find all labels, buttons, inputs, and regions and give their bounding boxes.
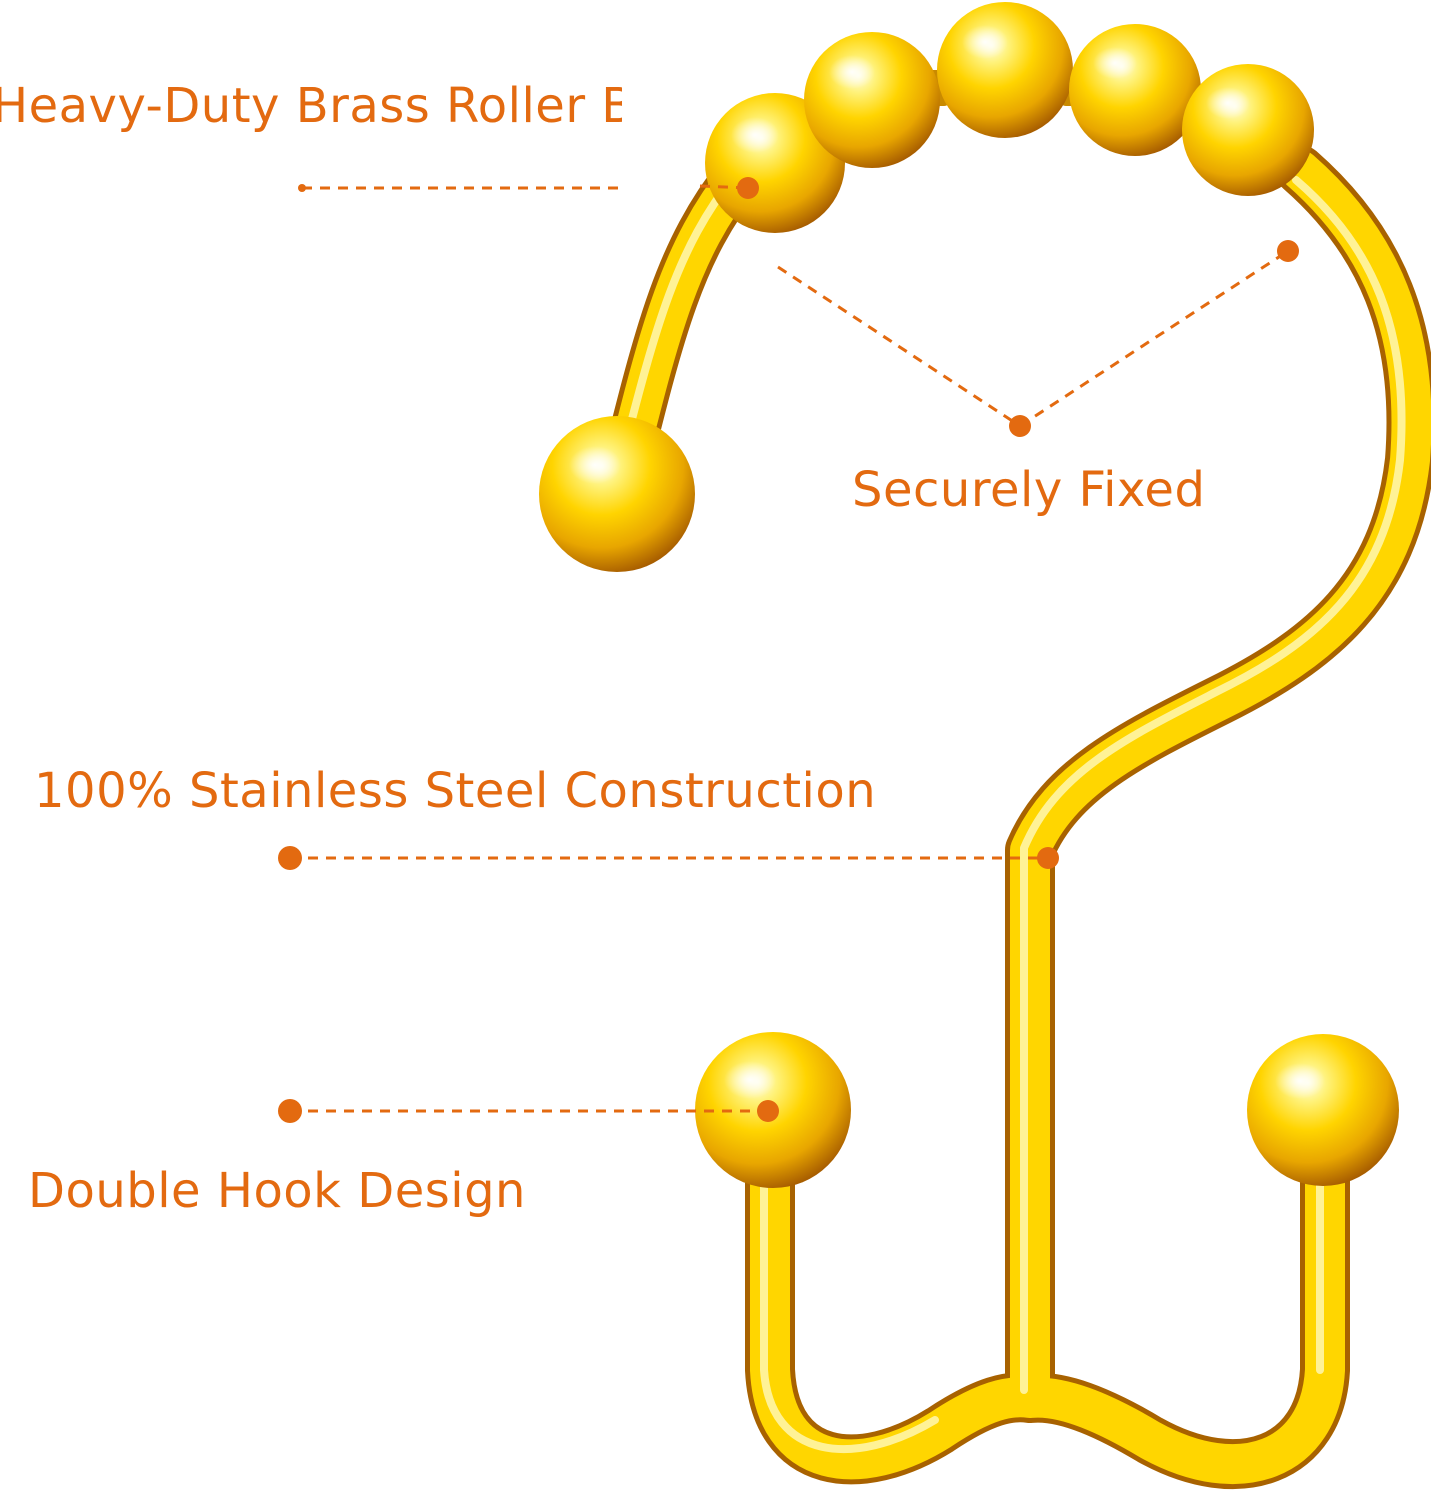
roller-ball-4 [1069,24,1201,156]
callout-label-rollers: Heavy-Duty Brass Roller Balls [0,78,622,134]
roller-ball-2 [804,32,940,168]
callout-line-hook [278,1099,779,1123]
end-ball-right-hook [1247,1034,1399,1186]
callout-lines [278,177,1299,1123]
callout-line-fixed [777,240,1299,437]
callout-line-rollers [298,177,759,199]
callout-label-steel: 100% Stainless Steel Construction [34,763,877,819]
roller-ball-5 [1182,64,1314,196]
roller-ball-3 [937,2,1073,138]
callout-label-fixed: Securely Fixed [852,462,1206,518]
roller-balls [705,2,1314,233]
callout-line-steel [278,846,1059,870]
roller-ball-1 [705,93,845,233]
end-ball-top [539,416,695,572]
hook-rod [600,145,1431,1489]
callout-label-hook: Double Hook Design [28,1163,526,1219]
